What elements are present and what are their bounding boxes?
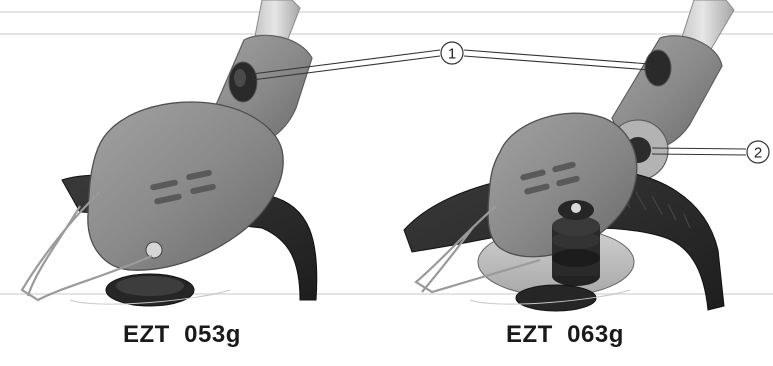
knob-left [146, 242, 162, 258]
callout-1-badge: 1 [441, 42, 463, 64]
spool-top-left [116, 276, 184, 296]
model-label-left: EZT 053g [123, 321, 241, 349]
callout-2-badge: 2 [747, 141, 769, 163]
trimmer-left [22, 0, 317, 306]
spool-right [516, 285, 596, 311]
callout-1-number: 1 [448, 46, 456, 63]
switch-highlight-left [234, 69, 246, 87]
callout-2-number: 2 [754, 145, 762, 162]
model-label-right: EZT 063g [506, 321, 624, 349]
wheel-stack-right [552, 200, 600, 286]
leader-1-right-b [464, 56, 650, 70]
switch-button-right [645, 50, 671, 86]
motor-housing-left [88, 102, 283, 270]
leader-1-right [464, 50, 650, 64]
